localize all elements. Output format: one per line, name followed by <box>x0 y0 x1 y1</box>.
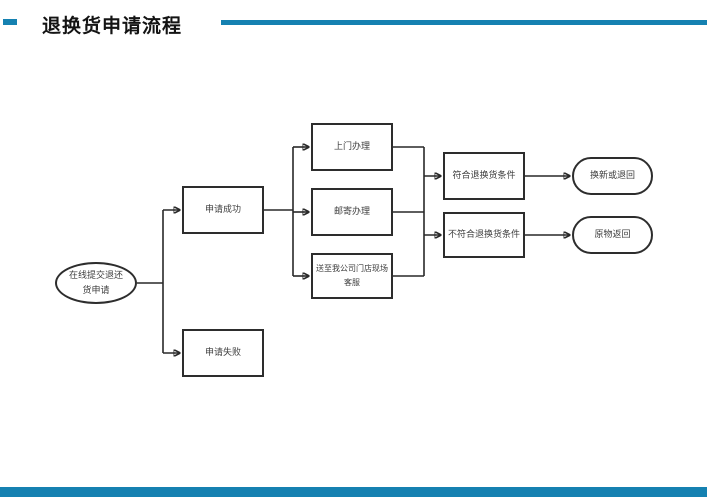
flow-node-label: 邮寄办理 <box>333 206 370 217</box>
flow-node-apply-fail: 申请失败 <box>182 329 264 377</box>
flow-node-label: 符合退换货条件 <box>452 170 516 181</box>
flow-node-mail-service: 邮寄办理 <box>311 188 393 236</box>
flow-node-store-service: 送至我公司门店现场 客服 <box>311 253 393 299</box>
flow-node-not-meets-conditions: 不符合退换货条件 <box>443 212 525 258</box>
flow-node-label: 原物返回 <box>594 229 631 240</box>
flow-node-exchange-or-return: 换新或退回 <box>572 157 653 195</box>
flow-node-original-returned: 原物返回 <box>572 216 653 254</box>
flow-node-label: 上门办理 <box>333 141 370 152</box>
flow-node-label: 换新或退回 <box>589 170 635 181</box>
title-rule-line <box>221 20 707 25</box>
connector-lines <box>137 147 570 353</box>
flow-node-label: 货申请 <box>82 285 110 295</box>
footer-accent-bar <box>0 487 707 497</box>
accent-dash <box>3 19 17 25</box>
flow-node-meets-conditions: 符合退换货条件 <box>443 152 525 200</box>
flow-node-apply-success: 申请成功 <box>182 186 264 234</box>
flow-node-label: 客服 <box>344 278 360 287</box>
flow-node-start: 在线提交退还 货申请 <box>55 262 137 304</box>
flow-node-label: 送至我公司门店现场 <box>316 264 388 274</box>
flow-node-label: 申请失败 <box>204 347 241 358</box>
page-title: 退换货申请流程 <box>42 16 183 37</box>
flow-node-door-service: 上门办理 <box>311 123 393 171</box>
flow-node-label: 申请成功 <box>204 204 241 215</box>
flow-node-label: 不符合退换货条件 <box>447 229 520 240</box>
flow-node-label: 在线提交退还 <box>68 269 123 280</box>
